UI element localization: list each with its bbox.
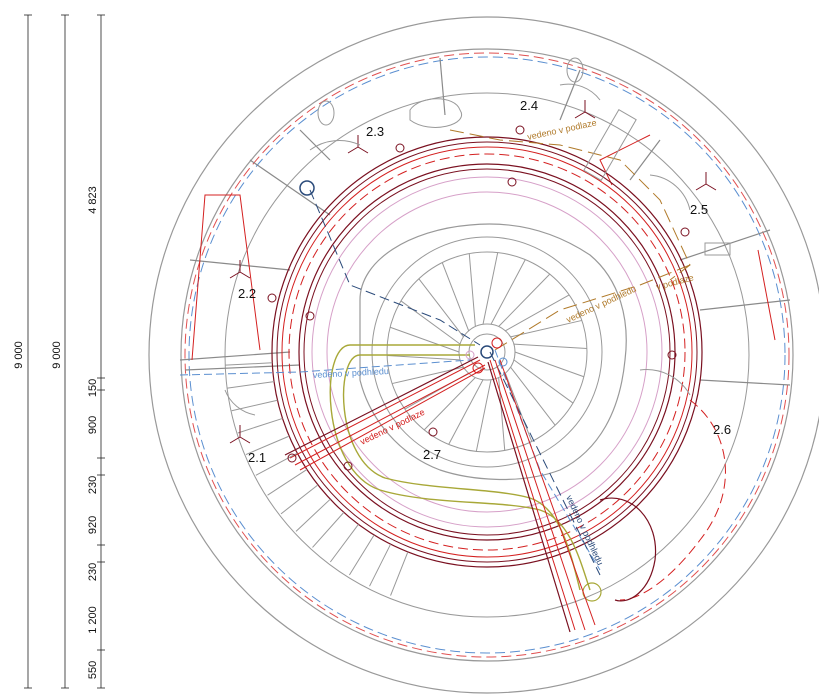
dim-total-outer: 9 000 bbox=[13, 341, 25, 369]
room-label-2-6: 2.6 bbox=[713, 422, 731, 437]
stair-tread bbox=[389, 326, 460, 353]
stair-tread bbox=[510, 319, 582, 338]
stair-tread bbox=[423, 377, 476, 431]
room-label-2-3: 2.3 bbox=[366, 124, 384, 139]
light-fixture-icons bbox=[229, 100, 717, 444]
room-label-2-1: 2.1 bbox=[248, 450, 266, 465]
lower-step bbox=[227, 381, 275, 389]
floor-heating-loop bbox=[329, 344, 591, 591]
lower-step bbox=[295, 498, 331, 532]
outlet-symbols bbox=[267, 125, 690, 471]
dim-920: 920 bbox=[87, 516, 99, 534]
inner-rings bbox=[271, 136, 703, 568]
lower-step bbox=[255, 452, 298, 476]
lower-step bbox=[225, 362, 273, 366]
lower-step bbox=[245, 435, 290, 456]
stair-tread bbox=[513, 343, 587, 349]
lower-step bbox=[329, 524, 359, 563]
room-2-6-wall bbox=[619, 399, 726, 601]
stair-tread bbox=[475, 379, 492, 452]
room-2-6-inner bbox=[599, 497, 657, 602]
partition-walls bbox=[179, 57, 791, 386]
outer-walls bbox=[148, 16, 819, 694]
heating-pipes bbox=[449, 129, 691, 351]
stair-tread bbox=[418, 278, 464, 338]
red-pipe-bundles bbox=[289, 359, 596, 631]
stair-tread bbox=[448, 379, 484, 445]
drain-symbol bbox=[299, 180, 315, 196]
room-label-2-5: 2.5 bbox=[690, 202, 708, 217]
water-lines-blue bbox=[179, 349, 601, 571]
note-podhledu-left: vedeno v podhledu bbox=[313, 366, 389, 380]
dim-900: 900 bbox=[87, 416, 99, 434]
stair-tread bbox=[505, 294, 570, 332]
lower-step bbox=[312, 512, 345, 548]
lower-step bbox=[267, 469, 308, 496]
dim-550: 550 bbox=[87, 661, 99, 679]
red-room-outlines bbox=[191, 134, 776, 361]
note-podhledu-right: vedeno v podhledu bbox=[565, 284, 638, 325]
stair-tread bbox=[441, 262, 470, 332]
lower-step bbox=[237, 417, 283, 434]
stair-tread bbox=[482, 252, 499, 325]
stair-tread bbox=[514, 351, 585, 378]
central-fittings bbox=[465, 337, 508, 374]
dim-total-inner: 9 000 bbox=[51, 341, 63, 369]
lower-step bbox=[231, 399, 278, 412]
room-label-2-4: 2.4 bbox=[520, 98, 538, 113]
stair-tread bbox=[400, 300, 461, 345]
lower-step bbox=[348, 534, 375, 576]
stair-tread bbox=[513, 359, 574, 404]
room-label-2-7: 2.7 bbox=[423, 447, 441, 462]
navy-lines bbox=[309, 189, 601, 576]
stair-tread bbox=[490, 259, 526, 325]
dimension-lines bbox=[24, 14, 105, 689]
stair-tread bbox=[504, 372, 533, 442]
stair-tread bbox=[498, 273, 551, 327]
dim-150: 150 bbox=[87, 379, 99, 397]
stair-tread bbox=[387, 355, 461, 361]
dim-230b: 230 bbox=[87, 563, 99, 581]
lower-step bbox=[280, 484, 319, 515]
door-swings bbox=[224, 83, 691, 416]
spiral-staircase bbox=[371, 236, 603, 468]
dim-1200: 1 200 bbox=[87, 606, 99, 634]
lower-step bbox=[390, 551, 409, 596]
lower-stair-steps bbox=[225, 362, 409, 596]
stair-tread bbox=[510, 366, 556, 426]
dark-pipe-bundles bbox=[284, 356, 571, 633]
dim-upper: 4 823 bbox=[87, 186, 99, 214]
note-podlaze-top: vedeno v podlaze bbox=[526, 118, 597, 142]
inner-island bbox=[359, 223, 627, 481]
stair-tread bbox=[468, 253, 476, 327]
stair-treads bbox=[387, 252, 587, 452]
room-label-2-2: 2.2 bbox=[238, 286, 256, 301]
dim-230a: 230 bbox=[87, 476, 99, 494]
lower-step bbox=[369, 543, 392, 587]
sanitary-fixtures bbox=[317, 57, 731, 256]
